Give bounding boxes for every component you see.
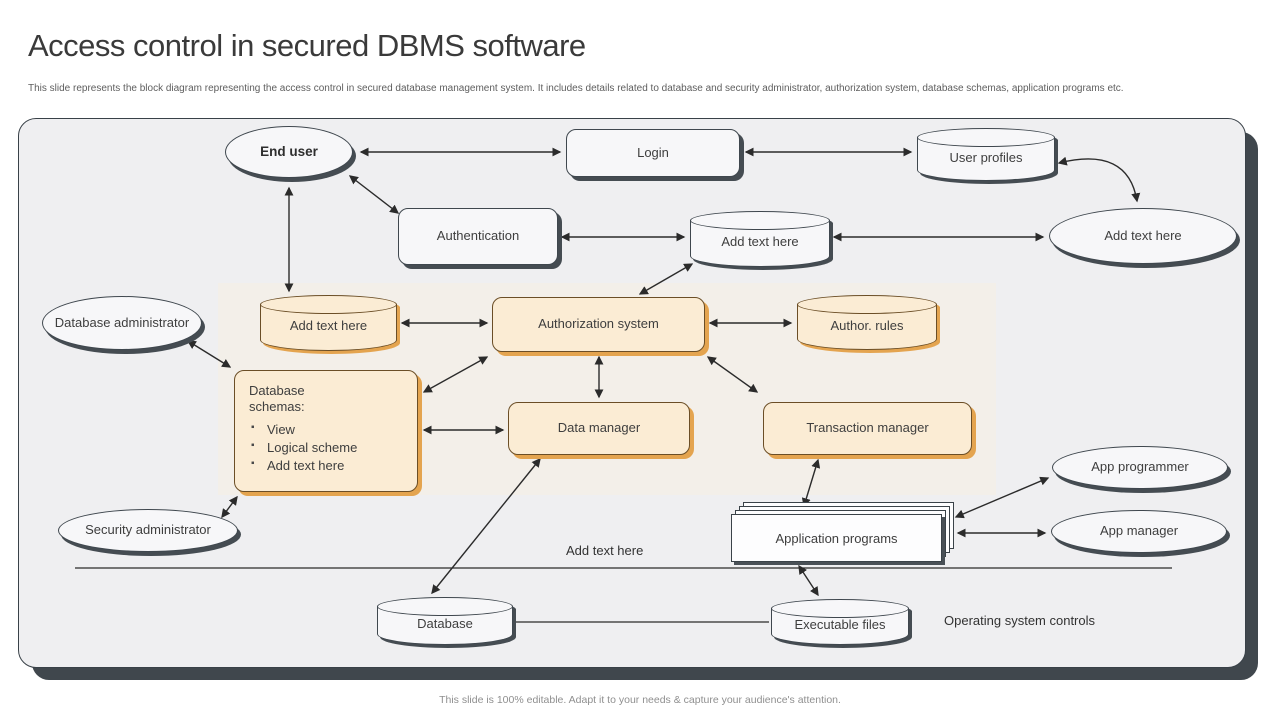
add-text-here-line-label: Add text here [566, 543, 644, 558]
node-app-manager[interactable]: App manager [1051, 510, 1227, 553]
node-label: End user [260, 143, 318, 159]
node-label: Application programs [775, 530, 898, 546]
node-login[interactable]: Login [566, 129, 740, 177]
node-label: Add text here [721, 234, 799, 250]
page-description: This slide represents the block diagram … [28, 83, 1124, 94]
node-label: Authentication [436, 228, 520, 244]
cylinder-top [917, 128, 1055, 147]
node-label: Add text here [1104, 227, 1182, 243]
node-author-rules[interactable]: Author. rules [797, 295, 937, 350]
node-transaction-manager[interactable]: Transaction manager [763, 402, 972, 455]
node-app-programmer[interactable]: App programmer [1052, 446, 1228, 489]
node-application-programs[interactable]: Application programs [731, 514, 942, 562]
node-user-profiles[interactable]: User profiles [917, 128, 1055, 181]
schemas-title: Database schemas: [249, 383, 305, 415]
schemas-item: View [249, 422, 357, 438]
arrow-datamanager-database [431, 457, 541, 595]
arrow-schemas-authorization [422, 356, 489, 393]
operating-system-controls-label: Operating system controls [944, 613, 1096, 628]
node-authorization-system[interactable]: Authorization system [492, 297, 705, 352]
arrow-securityadmin-schemas [221, 495, 238, 519]
node-label: App manager [1099, 523, 1179, 539]
node-add-text-center[interactable]: Add text here [690, 211, 830, 267]
node-data-manager[interactable]: Data manager [508, 402, 690, 455]
node-authentication[interactable]: Authentication [398, 208, 558, 265]
cylinder-top [771, 599, 909, 618]
arrow-transaction-appprograms [801, 458, 821, 508]
arrow-dbadmin-schemas [186, 340, 232, 368]
node-label: Login [637, 144, 669, 160]
node-label: Transaction manager [806, 420, 929, 436]
node-database-administrator[interactable]: Database administrator [42, 296, 202, 350]
node-add-text-orange[interactable]: Add text here [260, 295, 397, 351]
node-label: Authorization system [538, 316, 659, 332]
arrow-addtextcyl-authorization [638, 263, 694, 295]
arrow-appprograms-executables [798, 564, 819, 597]
node-label: Security administrator [85, 522, 211, 538]
arrow-userprofiles-addtext [1057, 156, 1141, 203]
node-add-text-right[interactable]: Add text here [1049, 208, 1237, 264]
node-database[interactable]: Database [377, 597, 513, 645]
arrow-authorization-transaction [706, 356, 759, 393]
node-label: Author. rules [830, 317, 904, 333]
cylinder-top [797, 295, 937, 314]
arrow-appprograms-appprogrammer [954, 476, 1050, 519]
node-label: App programmer [1091, 459, 1189, 475]
schemas-item: Add text here [249, 458, 357, 474]
node-label: Database administrator [54, 314, 190, 330]
arrow-enduser-authentication [348, 175, 400, 214]
node-label: Executable files [794, 617, 886, 633]
node-label: User profiles [949, 149, 1023, 165]
schemas-list: View Logical scheme Add text here [249, 422, 357, 477]
schemas-item: Logical scheme [249, 440, 357, 456]
cylinder-top [377, 597, 513, 616]
node-label: Data manager [557, 420, 641, 436]
node-security-administrator[interactable]: Security administrator [58, 509, 238, 552]
slide-footer: This slide is 100% editable. Adapt it to… [439, 694, 841, 706]
node-label: Database [417, 616, 473, 632]
node-database-schemas[interactable]: Database schemas: View Logical scheme Ad… [234, 370, 418, 492]
node-label: Add text here [289, 318, 368, 334]
cylinder-top [690, 211, 830, 230]
page-title: Access control in secured DBMS software [28, 28, 586, 63]
cylinder-top [260, 295, 397, 314]
cylinder-body [690, 220, 830, 267]
node-executable-files[interactable]: Executable files [771, 599, 909, 645]
node-end-user[interactable]: End user [225, 126, 353, 178]
